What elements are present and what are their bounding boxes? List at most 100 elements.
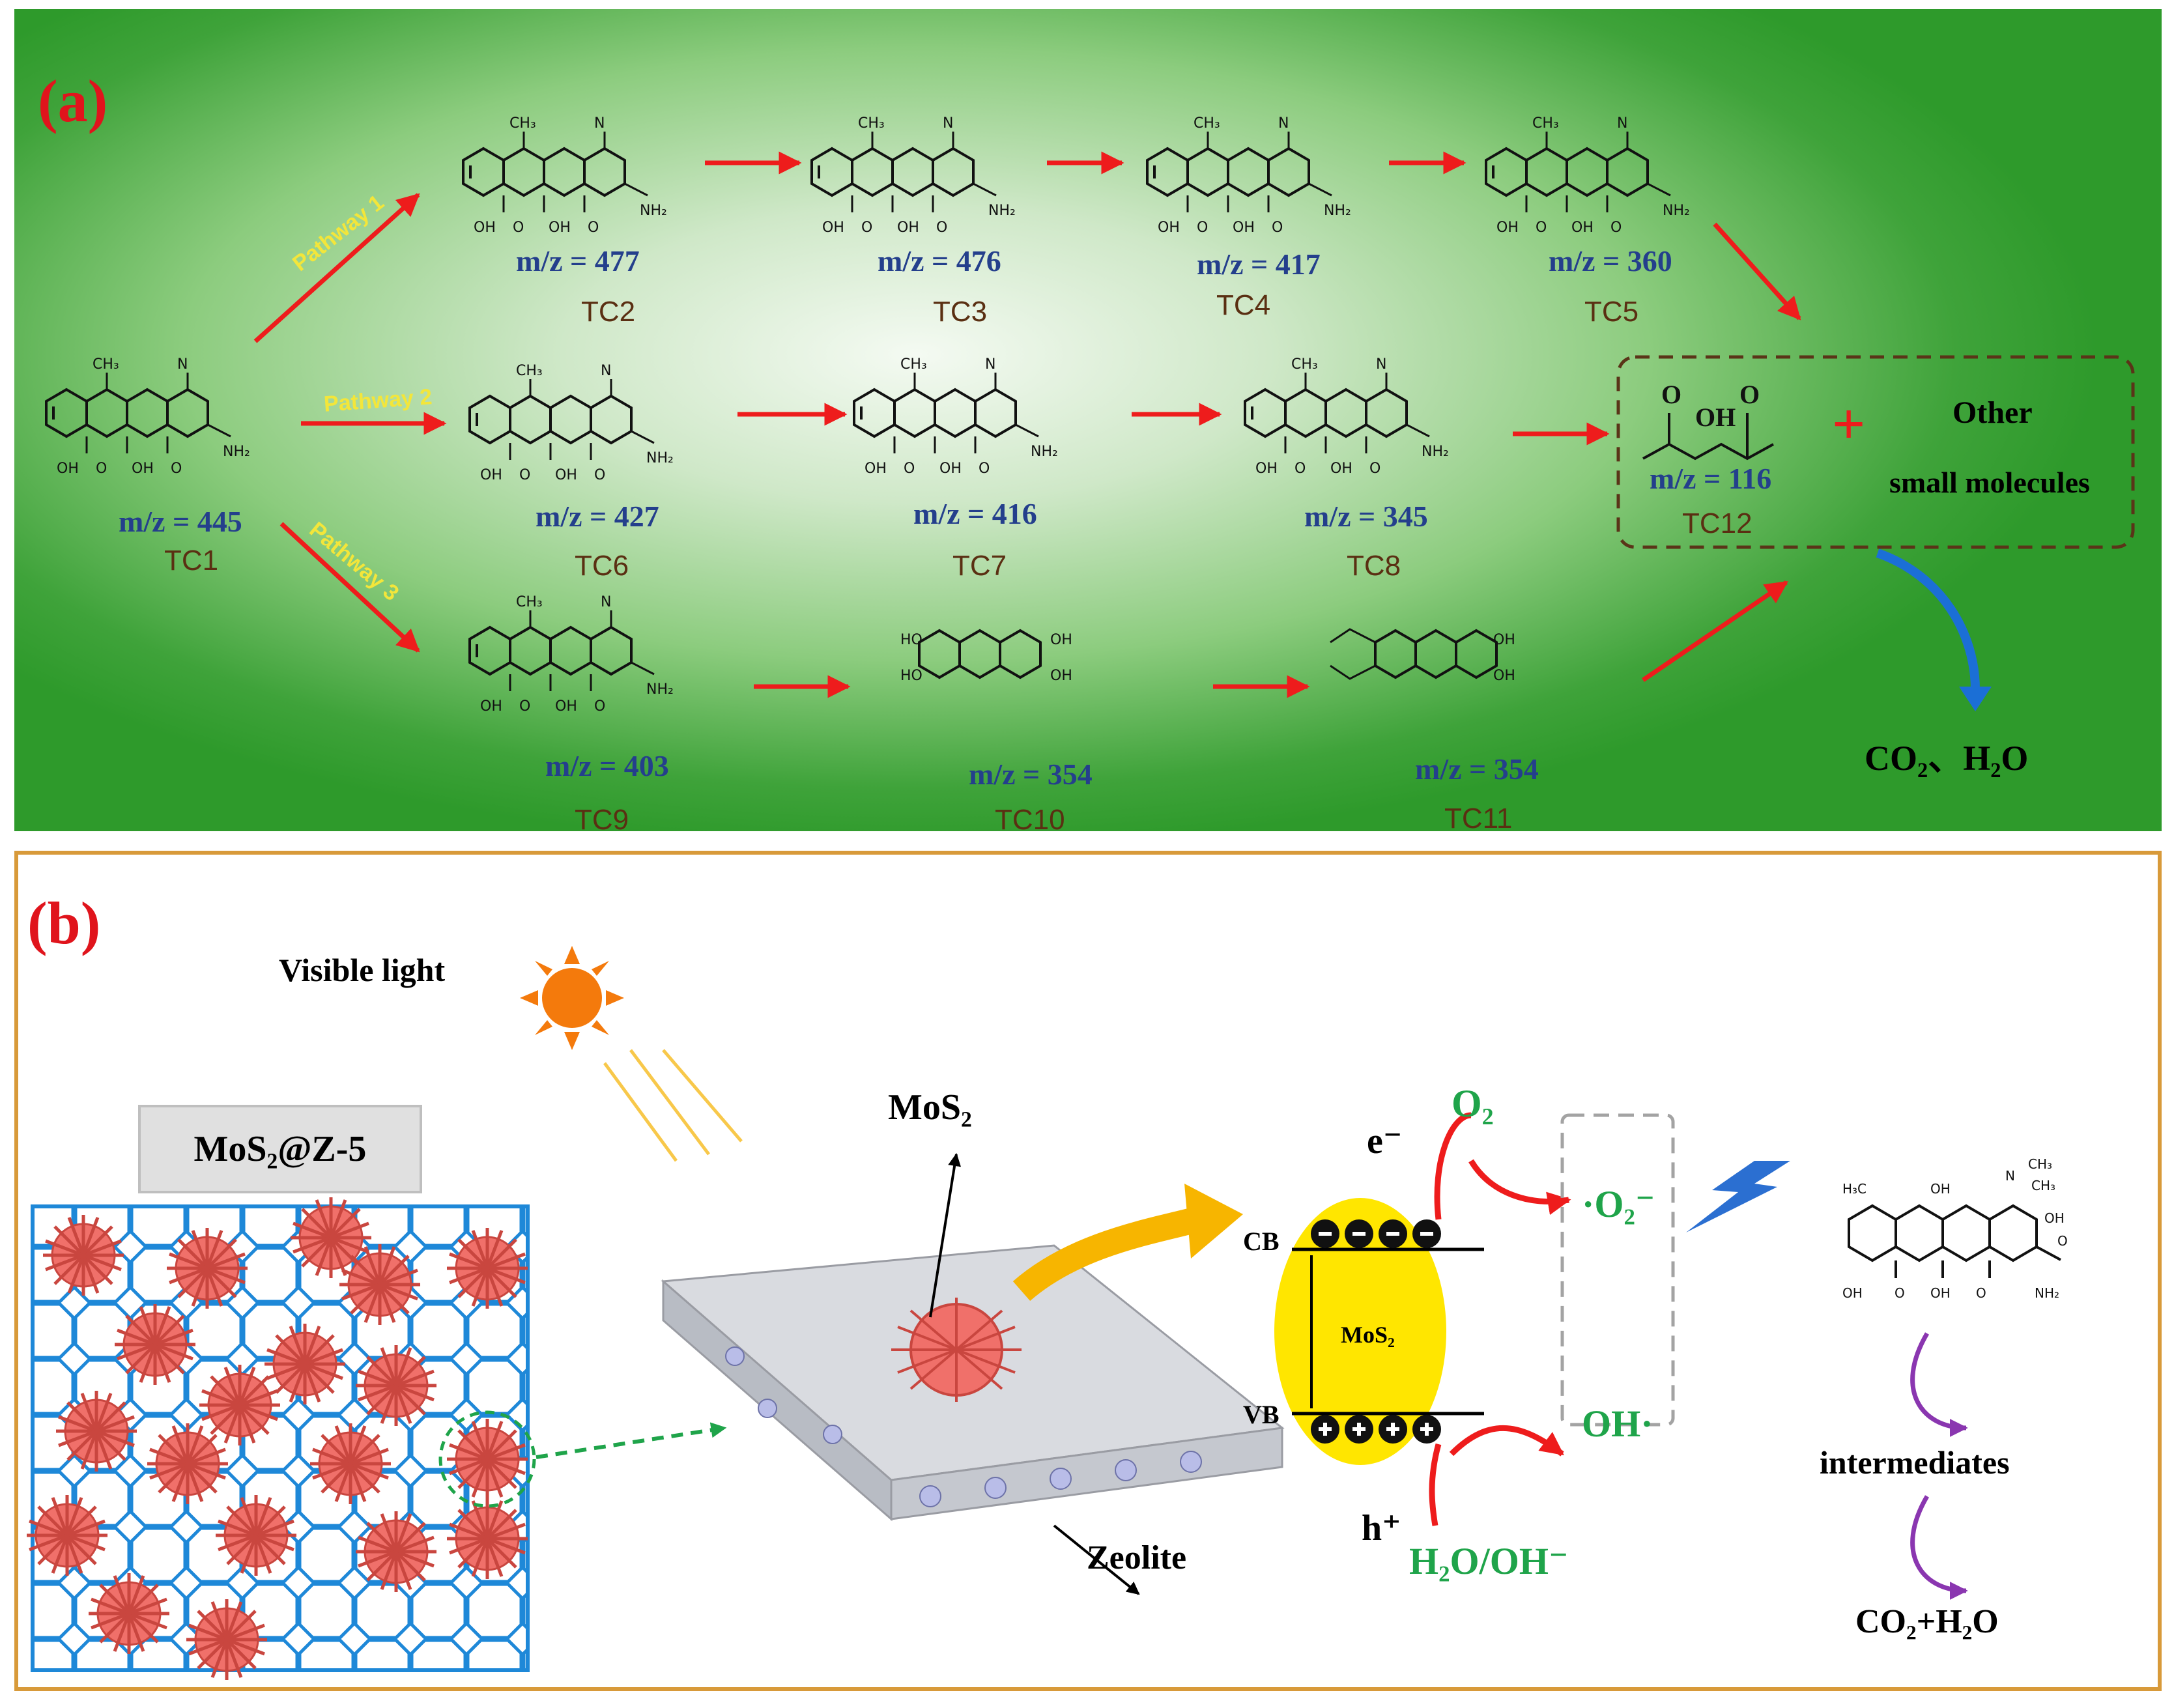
mz-tc12: m/z = 116 [1650, 462, 1772, 495]
mos2-pointer [929, 1153, 962, 1318]
arrow-to-co2-head [1959, 687, 1992, 711]
molecule-tc5 [1486, 115, 1690, 236]
zeolite-pointer [1053, 1524, 1140, 1595]
svg-text:OH: OH [1050, 668, 1072, 684]
tc7-label: TC7 [952, 550, 1007, 582]
molecule-tc1 [46, 356, 250, 477]
mos2-label: MoS₂ [888, 1087, 972, 1128]
mz-tc10: m/z = 354 [969, 758, 1093, 791]
mos2-particle [1274, 1198, 1446, 1465]
svg-text:OH: OH [2044, 1210, 2065, 1226]
mz-tc4: m/z = 417 [1197, 248, 1321, 281]
electrons [1311, 1219, 1441, 1248]
arrow-tc5-tc12 [1713, 222, 1801, 320]
radicals-box [1560, 1113, 1675, 1427]
other-label: Other [1952, 395, 2033, 430]
mz-tc7: m/z = 416 [913, 497, 1037, 530]
tc8-label: TC8 [1347, 550, 1401, 582]
svg-text:H₃C: H₃C [1842, 1181, 1866, 1197]
svg-text:OH: OH [1050, 632, 1072, 648]
svg-text:HO: HO [900, 632, 923, 648]
tc3-label: TC3 [933, 296, 988, 328]
mz-tc8: m/z = 345 [1304, 500, 1428, 533]
molecule-tc11: OH OH [1330, 628, 1515, 684]
molecule-tc12: O OH O [1642, 380, 1774, 461]
water-label: H₂O/OH⁻ [1409, 1540, 1569, 1582]
molecule-tc4 [1147, 115, 1351, 236]
svg-text:OH: OH [1842, 1285, 1863, 1301]
to-intermediates-arrow [1910, 1332, 1968, 1437]
o2-label: O₂ [1452, 1082, 1494, 1125]
tetracycline-structure [1848, 1204, 2061, 1278]
mz-tc5: m/z = 360 [1549, 244, 1672, 278]
intermediates-label: intermediates [1820, 1444, 2010, 1481]
water-to-hydroxyl-arrow [1449, 1425, 1564, 1457]
molecule-tc3 [812, 115, 1016, 236]
tc9-label: TC9 [575, 804, 629, 836]
hydroxyl-label: OH· [1582, 1402, 1653, 1445]
tc6-label: TC6 [575, 550, 629, 582]
products-label: CO₂+H₂O [1855, 1603, 1999, 1640]
electron-label: e⁻ [1367, 1121, 1403, 1161]
mz-tc1: m/z = 445 [119, 505, 242, 538]
to-products-arrow [1910, 1495, 1968, 1600]
sun-icon [520, 946, 624, 1050]
panel-a-label: (a) [38, 68, 108, 134]
tc4-label: TC4 [1216, 289, 1271, 321]
zeolite-label: Zeolite [1087, 1539, 1187, 1576]
tc5-label: TC5 [1584, 296, 1639, 328]
svg-text:OH: OH [1493, 668, 1515, 684]
molecule-tc9 [470, 594, 674, 715]
plus-sign: + [1832, 392, 1866, 457]
cb-label: CB [1243, 1227, 1280, 1256]
svg-text:OH: OH [1695, 403, 1736, 432]
molecule-tc2 [463, 115, 667, 236]
tc1-label: TC1 [164, 545, 219, 576]
mos2-z5-badge: MoS₂@Z-5 [138, 1105, 422, 1193]
band-mos2-label: MoS₂ [1341, 1322, 1395, 1348]
zoom-to-band-arrow [1012, 1206, 1201, 1302]
svg-text:HO: HO [900, 668, 923, 684]
mz-tc6: m/z = 427 [536, 500, 659, 533]
svg-text:CH₃: CH₃ [2028, 1156, 2052, 1172]
small-molecules-label: small molecules [1889, 466, 2090, 499]
svg-text:CH₃: CH₃ [2031, 1178, 2055, 1193]
products-box [1616, 355, 2135, 549]
molecule-tc7 [854, 356, 1058, 477]
final-products-a: CO₂、H₂O [1865, 739, 2029, 778]
svg-text:O: O [1895, 1285, 1905, 1301]
vb-label: VB [1243, 1400, 1280, 1429]
molecule-tc8 [1245, 356, 1449, 477]
holes [1311, 1415, 1441, 1444]
svg-text:OH: OH [1930, 1285, 1951, 1301]
zoom-circle [438, 1410, 536, 1508]
svg-text:O: O [2057, 1233, 2068, 1249]
arrow-pathway-1 [253, 193, 420, 343]
tc11-label: TC11 [1444, 803, 1513, 834]
zoom-to-band-arrowhead [1184, 1184, 1243, 1259]
mz-tc2: m/z = 477 [516, 244, 640, 278]
mz-tc11: m/z = 354 [1415, 752, 1539, 786]
tc10-label: TC10 [995, 804, 1065, 836]
svg-text:OH: OH [1493, 632, 1515, 648]
arrow-pathway-3 [279, 522, 420, 653]
o2-to-superoxide-arrow [1468, 1159, 1571, 1216]
light-rays [603, 1049, 743, 1162]
hole-label: h⁺ [1362, 1508, 1401, 1548]
arrow-tc11-tc12 [1642, 580, 1788, 682]
mos2-z5-label: MoS₂@Z-5 [193, 1129, 367, 1169]
molecule-tc6 [470, 363, 674, 483]
visible-light-label: Visible light [279, 952, 446, 988]
lightning-icon [1686, 1161, 1790, 1232]
molecule-tc10: HO HO OH OH [900, 629, 1072, 684]
svg-text:O: O [1661, 380, 1681, 409]
electron-to-o2-arrow [1434, 1112, 1472, 1220]
hole-to-water-arrow [1429, 1443, 1442, 1526]
zeolite-slab [661, 1244, 1285, 1522]
arrow-to-co2 [1876, 548, 1980, 690]
